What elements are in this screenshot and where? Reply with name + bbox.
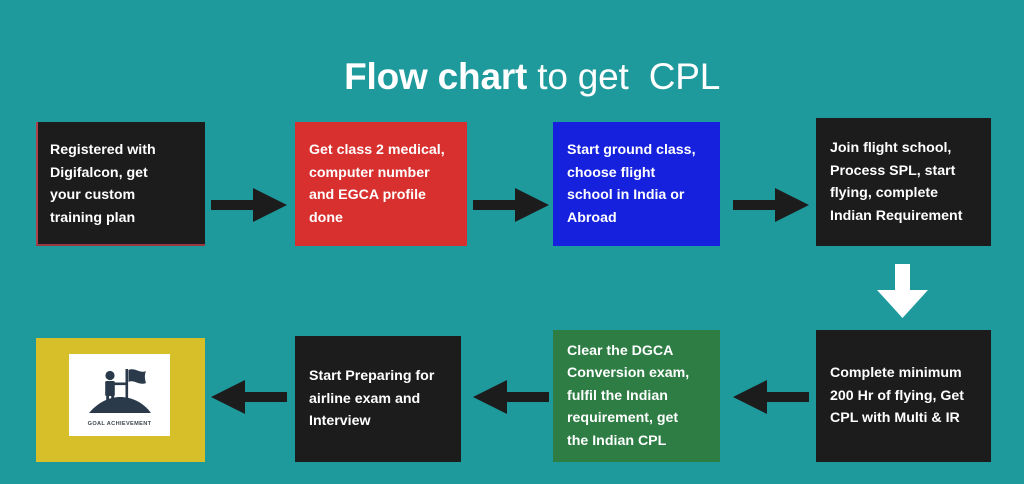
arrow-1-2 <box>211 186 287 224</box>
flow-step-6-label: Clear the DGCA Conversion exam, fulfil t… <box>567 342 690 449</box>
flow-step-1[interactable]: Registered with Digifalcon, get your cus… <box>36 122 205 246</box>
flow-step-4-label: Join flight school, Process SPL, start f… <box>830 140 963 224</box>
flow-step-4[interactable]: Join flight school, Process SPL, start f… <box>816 118 991 246</box>
goal-achievement-card: GOAL ACHIEVEMENT <box>69 354 170 436</box>
arrow-5-6 <box>733 378 809 416</box>
flow-step-3[interactable]: Start ground class, choose flight school… <box>553 122 720 246</box>
page-title-strong: Flow chart <box>344 56 528 97</box>
flow-step-7-label: Start Preparing for airline exam and Int… <box>309 368 435 430</box>
flow-step-1-label: Registered with Digifalcon, get your cus… <box>50 142 156 226</box>
flow-step-5[interactable]: Complete minimum 200 Hr of flying, Get C… <box>816 330 991 462</box>
arrow-4-5 <box>874 264 931 320</box>
flow-step-2-label: Get class 2 medical, computer number and… <box>309 142 445 226</box>
page-title: Flow chart to get CPL <box>0 8 1024 146</box>
flow-step-2[interactable]: Get class 2 medical, computer number and… <box>295 122 467 246</box>
arrow-6-7 <box>473 378 549 416</box>
flow-step-3-label: Start ground class, choose flight school… <box>567 142 696 226</box>
flow-step-7[interactable]: Start Preparing for airline exam and Int… <box>295 336 461 462</box>
arrow-7-8 <box>211 378 287 416</box>
arrow-2-3 <box>473 186 549 224</box>
page-title-light: to get CPL <box>527 56 721 97</box>
flow-step-6[interactable]: Clear the DGCA Conversion exam, fulfil t… <box>553 330 720 462</box>
goal-achievement-icon <box>88 369 151 413</box>
flow-step-5-label: Complete minimum 200 Hr of flying, Get C… <box>830 365 965 427</box>
goal-achievement-caption: GOAL ACHIEVEMENT <box>87 421 152 427</box>
arrow-3-4 <box>733 186 809 224</box>
